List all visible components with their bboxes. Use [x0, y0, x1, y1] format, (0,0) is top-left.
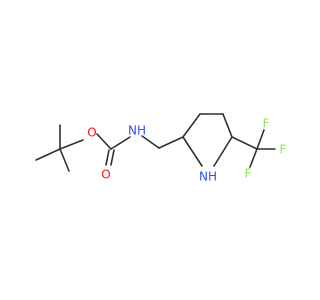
- bond-ring-c2-c3: [182, 113, 201, 138]
- bond-cf3-f-top: [256, 129, 265, 150]
- bond-carbonyl-c-nh: [110, 136, 131, 150]
- bond-ring-c4-c5: [222, 113, 233, 138]
- atom-f-bottom: F: [245, 167, 252, 181]
- bond-carbonyl-double-b: [110, 149, 115, 166]
- atom-f-top: F: [263, 117, 270, 131]
- bond-nh-ch2: [141, 135, 160, 149]
- bond-ring-c5-n: [213, 136, 233, 167]
- bond-tbu-methyl-bottom: [59, 148, 70, 172]
- bond-ring-n-c2: [182, 136, 203, 167]
- bond-tbu-ester-o: [59, 139, 84, 150]
- atom-o-carbonyl: O: [101, 168, 110, 182]
- molecule-structure: O O NH NH F F F: [35, 113, 287, 184]
- atom-o-ester: O: [87, 126, 96, 140]
- atom-n-amide: NH: [128, 124, 146, 138]
- bond-ester-o-carbonyl-c: [96, 133, 112, 150]
- bond-cf3-f-bottom: [249, 148, 258, 168]
- bond-carbonyl-double-a: [105, 149, 110, 166]
- bond-tbu-methyl-left: [35, 148, 61, 161]
- atom-n-ring: NH: [199, 170, 217, 184]
- bond-ch2-ring: [158, 136, 184, 149]
- atom-f-right: F: [280, 143, 287, 157]
- bond-ring-cf3: [231, 136, 258, 150]
- atom-labels: O O NH NH F F F: [87, 117, 286, 184]
- bonds: [35, 113, 276, 172]
